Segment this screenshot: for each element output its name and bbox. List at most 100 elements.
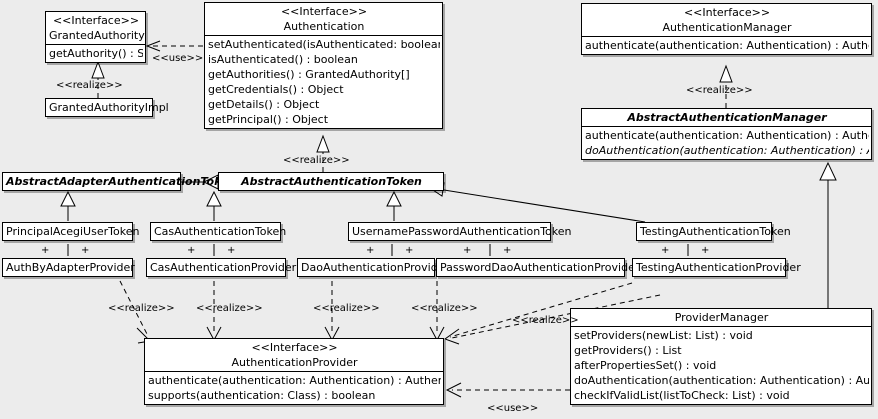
class-name: AuthByAdapterProvider	[6, 261, 135, 274]
class-name: PrincipalAcegiUserToken	[6, 225, 140, 238]
edge-realize-testing-provider	[449, 282, 633, 338]
arrow-open-use-authprovider	[445, 382, 462, 398]
class-header: <<Interface>> AuthenticationManager	[582, 4, 871, 36]
members-compartment: authenticate(authentication: Authenticat…	[582, 36, 871, 54]
class-name: GrantedAuthorityImpl	[49, 101, 169, 114]
class-name: AbstractAuthenticationToken	[241, 175, 422, 188]
class-auth-by-adapter-provider[interactable]: AuthByAdapterProvider	[2, 258, 135, 277]
member-authenticate: authenticate(authentication: Authenticat…	[585, 39, 869, 52]
class-header: <<Interface>> Authentication	[205, 3, 442, 35]
member-authenticate: authenticate(authentication: Authenticat…	[585, 129, 869, 142]
class-provider-manager[interactable]: ProviderManager setProviders(newList: Li…	[570, 308, 872, 405]
class-header: AuthByAdapterProvider	[3, 259, 135, 276]
member-getDetails: getDetails() : Object	[208, 98, 320, 111]
class-header: AbstractAuthenticationManager	[582, 109, 871, 126]
class-abstract-authentication-token[interactable]: AbstractAuthenticationToken	[218, 172, 444, 191]
edge-label-realize-passworddao: <<realize>>	[411, 303, 478, 314]
member-getAuthorities: getAuthorities() : GrantedAuthority[]	[208, 68, 410, 81]
member-getPrincipal: getPrincipal() : Object	[208, 113, 329, 126]
member-doAuthentication: doAuthentication(authentication: Authent…	[574, 374, 869, 387]
class-abstract-authentication-manager[interactable]: AbstractAuthenticationManager authentica…	[581, 108, 872, 160]
class-cas-authentication-provider[interactable]: CasAuthenticationProvider	[146, 258, 297, 277]
multiplicity-principal-left: +	[41, 245, 50, 256]
class-name: CasAuthenticationProvider	[150, 261, 297, 274]
class-cas-authentication-token[interactable]: CasAuthenticationToken	[150, 222, 286, 241]
class-header: AbstractAuthenticationToken	[219, 173, 443, 190]
members-compartment: setAuthenticated(isAuthenticated: boolea…	[205, 35, 442, 128]
class-name: ProviderManager	[674, 311, 769, 324]
class-header: <<Interface>> GrantedAuthority	[46, 12, 145, 44]
class-header: <<Interface>> AuthenticationProvider	[145, 339, 443, 371]
member-setProviders: setProviders(newList: List) : void	[574, 329, 753, 342]
members-compartment: authenticate(authentication: Authenticat…	[145, 371, 443, 404]
class-principal-acegi-user-token[interactable]: PrincipalAcegiUserToken	[2, 222, 140, 241]
class-name: AuthenticationProvider	[231, 356, 358, 369]
class-name: AuthenticationManager	[662, 21, 792, 34]
member-supports: supports(authentication: Class) : boolea…	[148, 389, 376, 402]
class-name: UsernamePasswordAuthenticationToken	[352, 225, 572, 238]
member-getCredentials: getCredentials() : Object	[208, 83, 344, 96]
arrow-hollow-gen-abstractauthmanager	[819, 161, 837, 181]
class-header: CasAuthenticationProvider	[147, 259, 297, 276]
class-granted-authority[interactable]: <<Interface>> GrantedAuthority getAuthor…	[45, 11, 146, 63]
edge-label-use-providermanager: <<use>>	[487, 403, 539, 414]
class-name: GrantedAuthority	[49, 29, 145, 42]
class-name: AbstractAuthenticationManager	[627, 111, 827, 124]
member-doAuthentication: doAuthentication(authentication: Authent…	[585, 144, 869, 157]
stereotype-label: <<Interface>>	[251, 341, 338, 354]
class-authentication-manager[interactable]: <<Interface>> AuthenticationManager auth…	[581, 3, 872, 55]
class-header: CasAuthenticationToken	[151, 223, 286, 240]
arrow-open-use-granted	[145, 40, 161, 52]
member-setAuthenticated: setAuthenticated(isAuthenticated: boolea…	[208, 38, 440, 51]
class-testing-authentication-token[interactable]: TestingAuthenticationToken	[636, 222, 791, 241]
edge-label-realize-token-authentication: <<realize>>	[283, 155, 350, 166]
edge-realize-authbyadapter-provider	[119, 280, 149, 337]
class-dao-authentication-provider[interactable]: DaoAuthenticationProvider	[297, 258, 449, 277]
edge-label-realize-authbyadapter: <<realize>>	[108, 303, 175, 314]
class-authentication-provider[interactable]: <<Interface>> AuthenticationProvider aut…	[144, 338, 444, 405]
class-header: ProviderManager	[571, 309, 871, 326]
class-name: DaoAuthenticationProvider	[301, 261, 449, 274]
class-header: DaoAuthenticationProvider	[298, 259, 449, 276]
member-getAuthority: getAuthority() : String	[49, 47, 143, 60]
class-name: AbstractAdapterAuthenticationToken	[6, 175, 237, 188]
members-compartment: setProviders(newList: List) : void getPr…	[571, 326, 871, 404]
multiplicity-upat-left-b: +	[405, 245, 414, 256]
class-abstract-adapter-authentication-token[interactable]: AbstractAdapterAuthenticationToken	[2, 172, 237, 191]
edge-label-use-granted: <<use>>	[152, 53, 204, 64]
class-username-password-authentication-token[interactable]: UsernamePasswordAuthenticationToken	[348, 222, 572, 241]
member-getProviders: getProviders() : List	[574, 344, 682, 357]
class-name: Authentication	[283, 20, 365, 33]
class-header: GrantedAuthorityImpl	[46, 99, 169, 116]
class-header: TestingAuthenticationProvider	[633, 259, 801, 276]
multiplicity-principal-right: +	[81, 245, 90, 256]
class-testing-authentication-provider[interactable]: TestingAuthenticationProvider	[632, 258, 801, 277]
arrow-hollow-gen-token-cas	[206, 190, 222, 207]
edge-label-realize-grantedimpl: <<realize>>	[56, 80, 123, 91]
class-header: PrincipalAcegiUserToken	[3, 223, 140, 240]
arrow-hollow-realize-granted	[91, 60, 105, 79]
arrow-hollow-gen-adapter	[60, 190, 76, 207]
class-name: TestingAuthenticationToken	[640, 225, 791, 238]
class-authentication[interactable]: <<Interface>> Authentication setAuthenti…	[204, 2, 443, 129]
member-afterPropertiesSet: afterPropertiesSet() : void	[574, 359, 717, 372]
multiplicity-cas-left: +	[187, 245, 196, 256]
multiplicity-testing-right: +	[701, 245, 710, 256]
class-name: PasswordDaoAuthenticationProvider	[440, 261, 640, 274]
arrow-hollow-realize-authmanager	[719, 64, 733, 83]
multiplicity-upat-right-a: +	[463, 245, 472, 256]
edge-label-realize-testing: <<realize>>	[512, 315, 579, 326]
class-password-dao-authentication-provider[interactable]: PasswordDaoAuthenticationProvider	[436, 258, 640, 277]
arrow-open-realize-testing	[443, 328, 460, 345]
class-header: TestingAuthenticationToken	[637, 223, 791, 240]
member-isAuthenticated: isAuthenticated() : boolean	[208, 53, 358, 66]
class-header: AbstractAdapterAuthenticationToken	[3, 173, 237, 190]
class-granted-authority-impl[interactable]: GrantedAuthorityImpl	[45, 98, 169, 117]
arrow-hollow-gen-token-upat	[386, 190, 402, 207]
multiplicity-upat-left-a: +	[366, 245, 375, 256]
multiplicity-upat-right-b: +	[503, 245, 512, 256]
edge-label-realize-abstractauthmanager: <<realize>>	[686, 85, 753, 96]
arrow-hollow-realize-authentication	[316, 134, 330, 153]
class-header: UsernamePasswordAuthenticationToken	[349, 223, 572, 240]
